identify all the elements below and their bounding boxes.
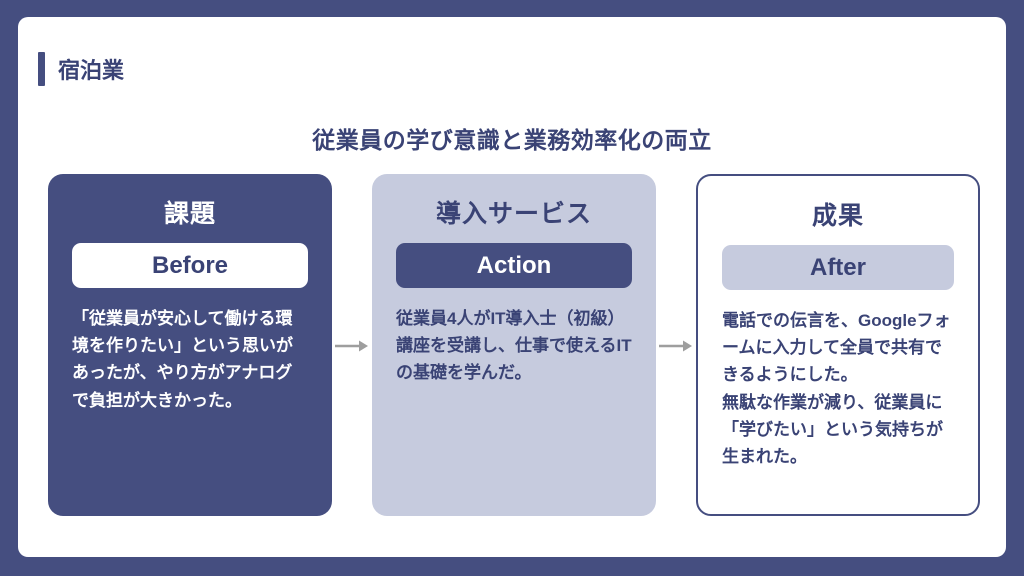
card-action: 導入サービス Action 従業員4人がIT導入士（初級）講座を受講し、仕事で使… [372, 174, 656, 516]
flow-diagram: 課題 Before 「従業員が安心して働ける環境を作りたい」という思いがあったが… [48, 174, 980, 516]
card-after-body: 電話での伝言を、Googleフォームに入力して全員で共有できるようにした。 無駄… [722, 311, 951, 466]
before-badge: Before [72, 243, 308, 288]
card-before-heading: 課題 [163, 200, 216, 228]
category-header: 宿泊業 [38, 52, 124, 86]
action-badge: Action [396, 243, 632, 288]
page-title: 従業員の学び意識と業務効率化の両立 [312, 127, 712, 153]
card-action-body: 従業員4人がIT導入士（初級）講座を受講し、仕事で使えるITの基礎を学んだ。 [396, 309, 632, 383]
after-badge: After [722, 245, 954, 290]
category-accent-bar [38, 52, 45, 86]
arrow-right-icon [335, 339, 369, 353]
card-before-body: 「従業員が安心して働ける環境を作りたい」という思いがあったが、やり方がアナログで… [72, 309, 293, 410]
card-before: 課題 Before 「従業員が安心して働ける環境を作りたい」という思いがあったが… [48, 174, 332, 516]
card-after-heading: 成果 [811, 202, 864, 230]
card-after: 成果 After 電話での伝言を、Googleフォームに入力して全員で共有できる… [696, 174, 980, 516]
card-action-heading: 導入サービス [435, 200, 592, 228]
arrow-right-icon [659, 339, 693, 353]
category-label: 宿泊業 [58, 58, 125, 83]
